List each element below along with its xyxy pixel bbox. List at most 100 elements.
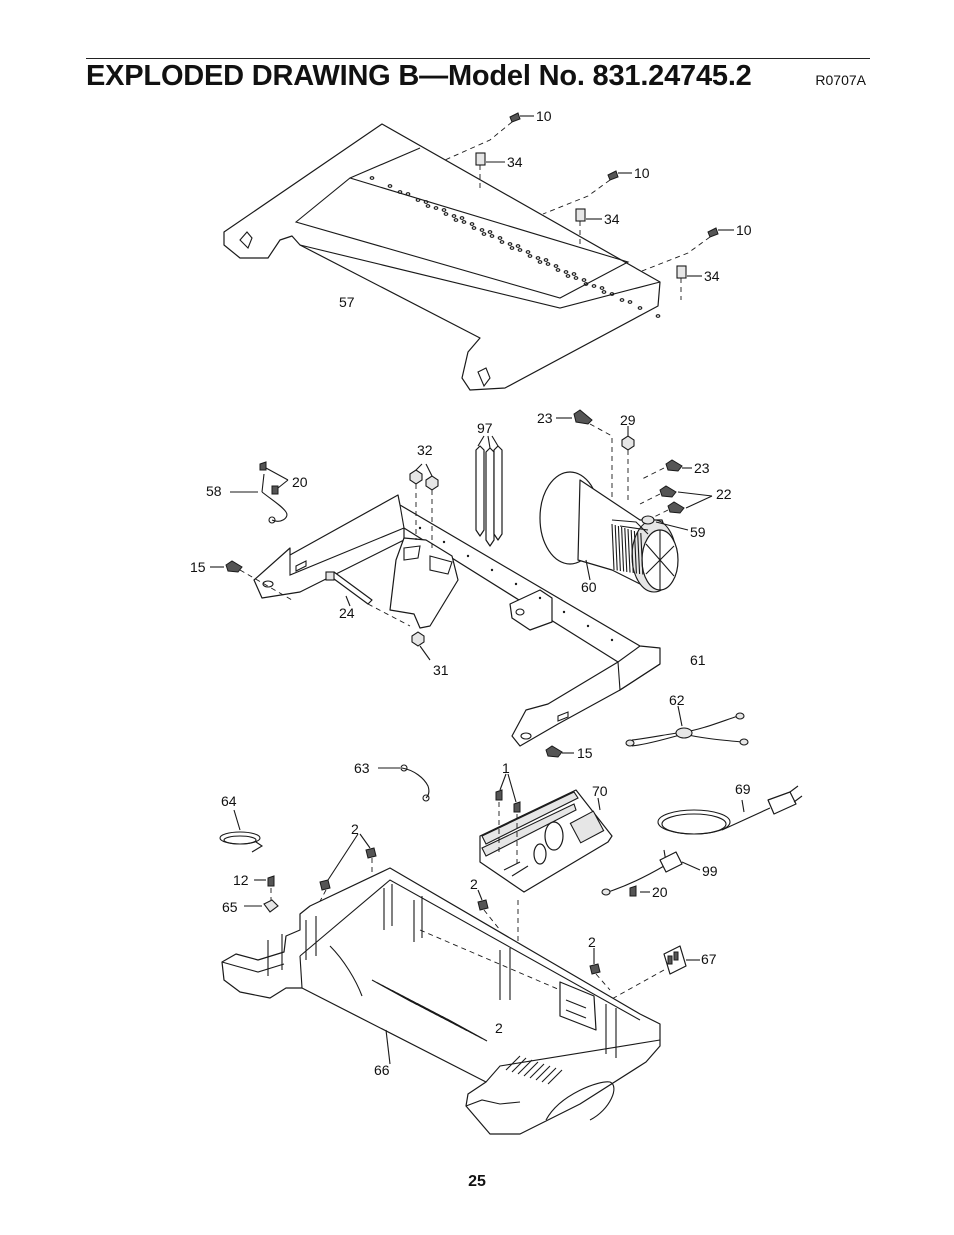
motor-60: [539, 471, 679, 593]
motor-rib: [640, 532, 644, 575]
switch-67: [609, 945, 700, 1001]
callout-10: 10: [634, 165, 650, 181]
hole-mark: [619, 298, 625, 302]
wire-harness-62: [625, 705, 749, 747]
bolts-15: [210, 560, 574, 758]
callout-32: 32: [417, 442, 433, 458]
hole-mark: [387, 184, 393, 188]
hole-mark: [441, 208, 447, 212]
screw-12-clip-65: [244, 875, 279, 913]
frame-61: [253, 494, 661, 747]
callout-12: 12: [233, 872, 249, 888]
callout-15: 15: [577, 745, 593, 761]
callout-23: 23: [537, 410, 553, 426]
wire-63: [378, 764, 430, 802]
page-number: 25: [468, 1173, 486, 1190]
callout-58: 58: [206, 483, 222, 499]
callout-66: 66: [374, 1062, 390, 1078]
callout-70: 70: [592, 783, 608, 799]
wire-harness-99: [601, 851, 701, 897]
hole-mark: [433, 206, 439, 210]
frame-hole: [490, 568, 494, 572]
hole-mark: [497, 236, 503, 240]
callout-15: 15: [190, 559, 206, 575]
callout-97: 97: [477, 420, 493, 436]
vent-slot: [541, 1067, 557, 1083]
hole-mark: [637, 306, 643, 310]
motor-hood-57: [223, 123, 661, 391]
callout-59: 59: [690, 524, 706, 540]
vent-slot: [517, 1059, 533, 1075]
cable-ties-97: [475, 435, 503, 547]
hole-mark: [517, 248, 523, 252]
hole-mark: [507, 242, 513, 246]
callout-24: 24: [339, 605, 355, 621]
callout-34: 34: [604, 211, 620, 227]
callout-10: 10: [536, 108, 552, 124]
hole-mark: [423, 200, 429, 204]
hole-mark: [405, 192, 411, 196]
callout-57: 57: [339, 294, 355, 310]
hole-mark: [537, 260, 543, 264]
vent-slot: [547, 1069, 563, 1085]
hole-mark: [369, 176, 375, 180]
frame-hole: [466, 554, 470, 558]
controller-board-70: [479, 789, 613, 1050]
callout-34: 34: [704, 268, 720, 284]
hole-mark: [489, 234, 495, 238]
page-title: EXPLODED DRAWING B—Model No. 831.24745.2: [86, 60, 752, 92]
hole-mark: [565, 274, 571, 278]
callout-34: 34: [507, 154, 523, 170]
vent-slot: [511, 1057, 527, 1073]
hole-mark: [453, 218, 459, 222]
vent-slot: [446, 1018, 488, 1042]
hole-mark: [581, 278, 587, 282]
hole-mark: [459, 216, 465, 220]
callout-31: 31: [433, 662, 449, 678]
motor-rib: [611, 523, 615, 571]
callout-67: 67: [701, 951, 717, 967]
callout-10: 10: [736, 222, 752, 238]
drawing-code: R0707A: [815, 72, 866, 88]
hole-mark: [591, 284, 597, 288]
cord-coil-64: [219, 809, 264, 853]
hole-mark: [461, 220, 467, 224]
hole-mark: [601, 290, 607, 294]
hole-mark: [545, 262, 551, 266]
vent-slot: [505, 1055, 521, 1071]
callout-23: 23: [694, 460, 710, 476]
frame-hole: [538, 596, 542, 600]
hole-mark: [469, 222, 475, 226]
callout-29: 29: [620, 412, 636, 428]
base-66: [221, 867, 661, 1135]
hood-fasteners: [444, 112, 734, 300]
hole-mark: [571, 272, 577, 276]
hole-mark: [525, 250, 531, 254]
motor-rib: [633, 530, 637, 574]
bolts-nuts: [325, 463, 439, 661]
vent-slot: [529, 1063, 545, 1079]
callout-labels: 10 34 10 34 10 34 57 23 29 97 32 23 22 5…: [190, 108, 752, 1078]
frame-hole: [586, 624, 590, 628]
hole-mark: [627, 300, 633, 304]
callout-63: 63: [354, 760, 370, 776]
callout-62: 62: [669, 692, 685, 708]
callout-69: 69: [735, 781, 751, 797]
hole-mark: [535, 256, 541, 260]
header-rule: [86, 58, 870, 59]
callout-61: 61: [690, 652, 706, 668]
screws-1: [495, 773, 521, 864]
frame-hole: [442, 540, 446, 544]
callout-20: 20: [292, 474, 308, 490]
callout-65: 65: [222, 899, 238, 915]
motor-rib: [614, 524, 618, 571]
callout-64: 64: [221, 793, 237, 809]
frame-hole: [418, 526, 422, 530]
callout-2: 2: [588, 934, 596, 950]
motor-rib: [624, 527, 628, 573]
hole-mark: [563, 270, 569, 274]
hole-mark: [481, 232, 487, 236]
hole-mark: [543, 258, 549, 262]
hole-mark: [443, 212, 449, 216]
